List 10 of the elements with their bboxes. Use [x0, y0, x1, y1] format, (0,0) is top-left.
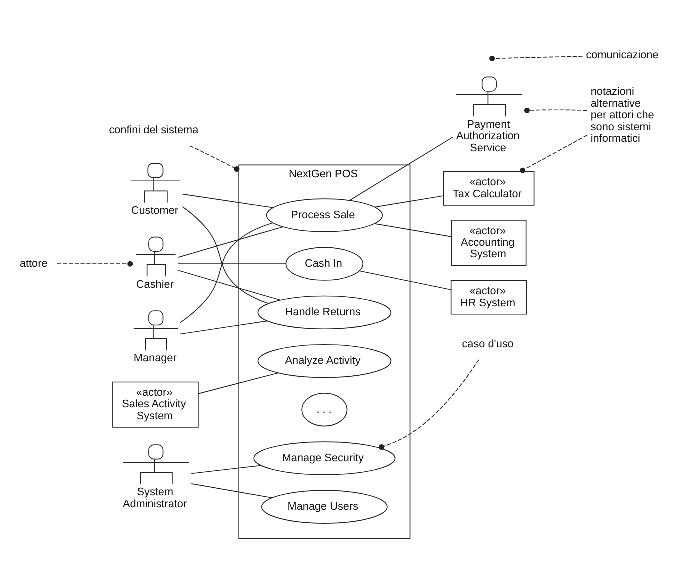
node-label: System Administrator [123, 486, 188, 510]
node-text: notazioni alternative per attori che sono sistemi informatici [590, 86, 654, 145]
node-text: attore [20, 257, 48, 270]
node-text: comunicazione [586, 48, 659, 61]
node-text: caso d'uso [462, 338, 514, 350]
node-label: Customer [131, 204, 179, 217]
node-text: confini del sistema [109, 124, 199, 136]
node-label: Cashier [136, 278, 174, 290]
node-label: Manager [134, 352, 177, 364]
node-label: Payment Authorization Service [456, 118, 520, 154]
